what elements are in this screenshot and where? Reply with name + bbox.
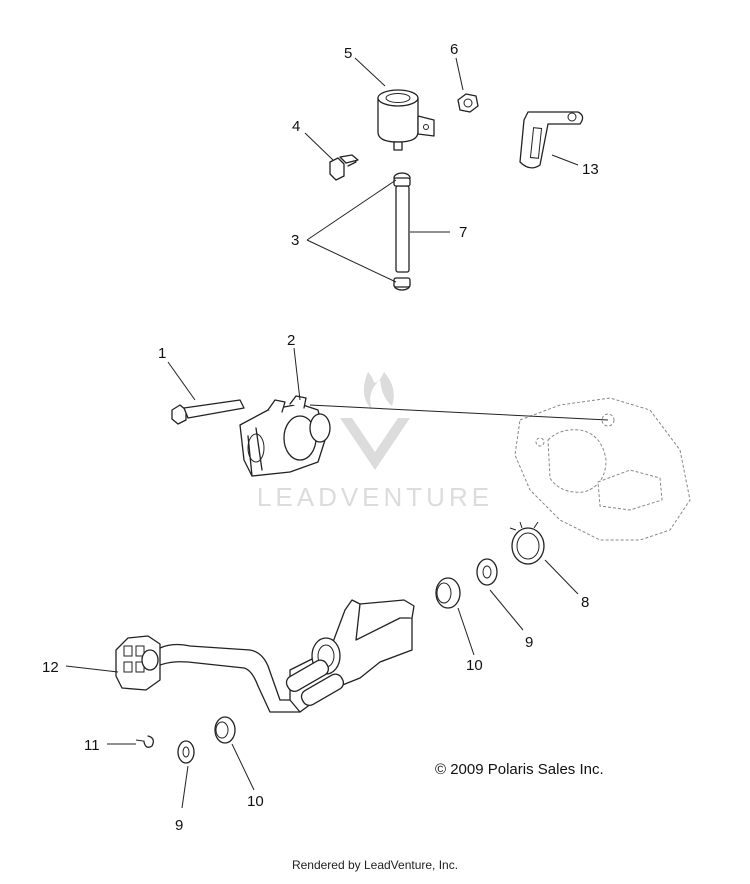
- bushing-lower-part: [214, 716, 236, 744]
- callout-7: 7: [459, 224, 467, 241]
- pedal-pad-part: [115, 635, 161, 691]
- callout-11: 11: [84, 737, 100, 754]
- washer-upper-part: [476, 558, 498, 586]
- callout-10-lower: 10: [247, 793, 264, 810]
- callout-labels: 5 6 4 13 3 7 1 2 8 9 10 12 11 9 10: [42, 41, 599, 834]
- callout-13: 13: [582, 161, 599, 178]
- callout-1: 1: [158, 345, 166, 362]
- watermark-text: LEADVENTURE: [257, 482, 493, 512]
- callout-5: 5: [344, 45, 352, 62]
- callout-2: 2: [287, 332, 295, 349]
- callout-9-upper: 9: [525, 634, 533, 651]
- reservoir-part: [377, 89, 435, 151]
- callout-6: 6: [450, 41, 458, 58]
- bracket-part: [519, 111, 584, 169]
- callout-12: 12: [42, 659, 59, 676]
- callout-4: 4: [292, 118, 300, 135]
- washer-lower-part: [177, 740, 195, 764]
- cotter-pin-part: [135, 735, 154, 748]
- caliper-bolt-part: [171, 399, 245, 425]
- callout-3: 3: [291, 232, 299, 249]
- bolt-part: [329, 154, 359, 181]
- caliper-part: [239, 395, 331, 477]
- leader-lines: [65, 57, 609, 809]
- bushing-upper-part: [435, 577, 461, 609]
- copyright-notice: © 2009 Polaris Sales Inc.: [435, 761, 604, 778]
- callout-10-upper: 10: [466, 657, 483, 674]
- render-credit: Rendered by LeadVenture, Inc.: [291, 858, 459, 872]
- brake-pedal-part: [147, 599, 415, 713]
- spring-clip-part: [509, 521, 545, 565]
- watermark-logo: [340, 372, 410, 470]
- hose-part: [393, 172, 411, 291]
- callout-9-lower: 9: [175, 817, 183, 834]
- callout-8: 8: [581, 594, 589, 611]
- nut-part: [457, 93, 479, 113]
- frame-outline: [514, 397, 691, 541]
